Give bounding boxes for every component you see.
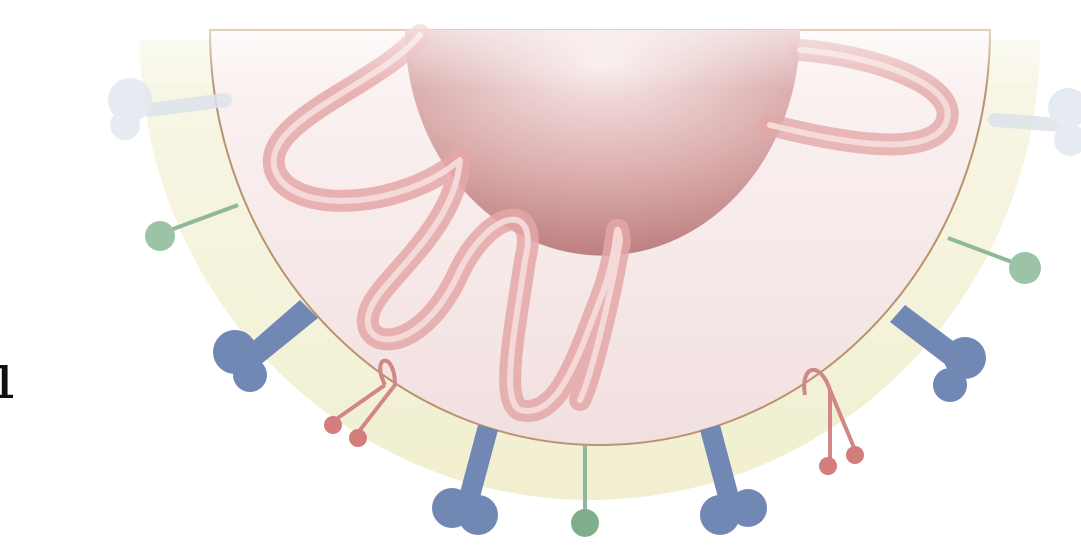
spike-green-head	[145, 221, 175, 251]
spike-green-head	[571, 509, 599, 537]
spike-green-head	[1009, 252, 1041, 284]
